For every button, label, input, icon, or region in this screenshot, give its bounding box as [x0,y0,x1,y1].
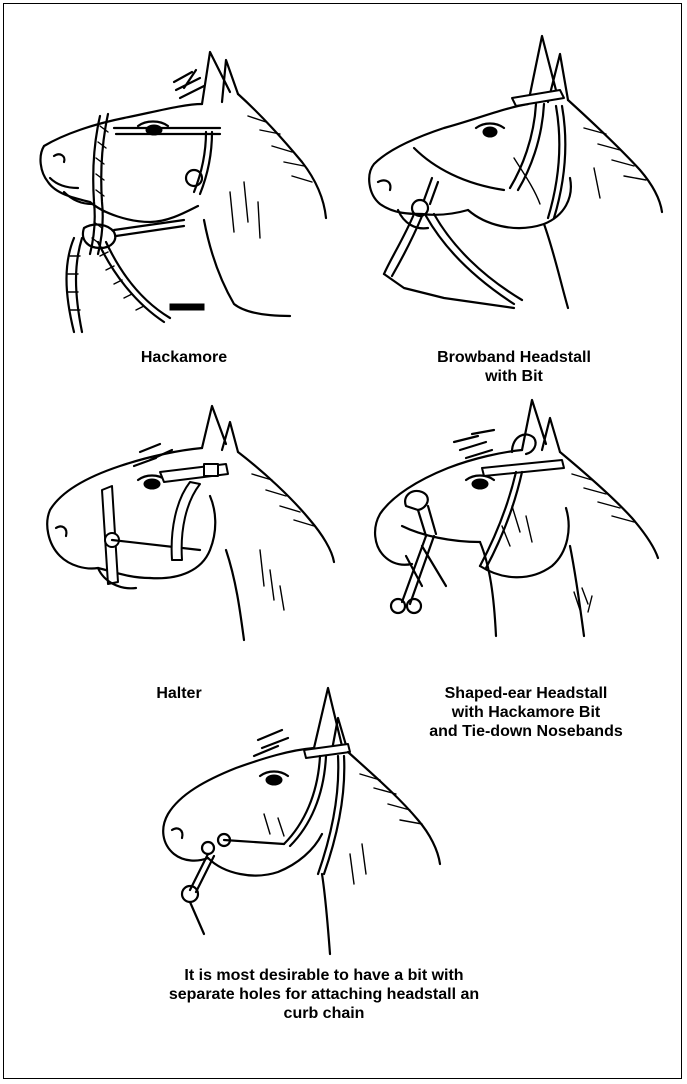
hackamore-illustration [34,42,334,342]
caption-line: with Bit [384,367,644,386]
caption-line: It is most desirable to have a bit with [64,966,584,985]
browband-headstall-caption: Browband Headstall with Bit [384,348,644,386]
caption-line: separate holes for attaching headstall a… [64,985,584,1004]
shaped-ear-headstall-illustration [362,396,662,646]
caption-line: curb chain [64,1004,584,1023]
caption-line: Browband Headstall [384,348,644,367]
hackamore-caption: Hackamore [64,348,304,367]
halter-illustration [40,400,340,660]
figure-frame: Hackamore [3,3,682,1079]
caption-line: Hackamore [64,348,304,367]
curb-bit-caption: It is most desirable to have a bit with … [64,966,584,1023]
browband-headstall-illustration [364,28,664,328]
curb-bit-headstall-illustration [154,684,444,964]
